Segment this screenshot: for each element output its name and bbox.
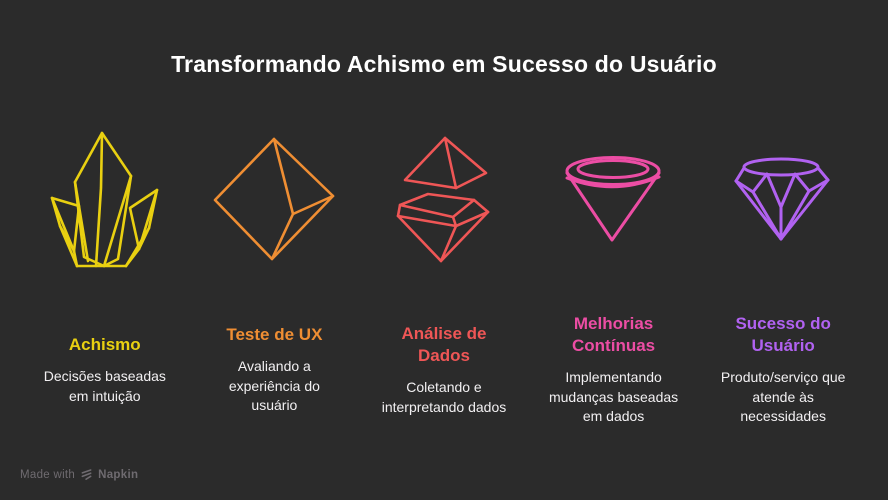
- stage-icon-wrap: [213, 120, 335, 280]
- page-title: Transformando Achismo em Sucesso do Usuá…: [171, 51, 717, 77]
- stage-icon-wrap: [44, 120, 166, 280]
- made-with-label: Made with: [20, 468, 76, 481]
- octahedron-gem-icon: [214, 137, 335, 261]
- stage-description: Avaliando a experiência do usuário: [228, 358, 320, 414]
- stage-description: Produto/serviço que atende às necessidad…: [720, 369, 846, 425]
- stages-row: Achismo Decisões baseadas em intuição Te…: [20, 120, 868, 435]
- stage-icon-wrap: [396, 120, 491, 280]
- stage-text: Análise de Dados Coletando e interpretan…: [382, 305, 507, 435]
- stage-title: Sucesso do Usuário: [735, 314, 831, 356]
- stage-text: Melhorias Contínuas Implementando mudanç…: [549, 305, 678, 435]
- napkin-brand-label: Napkin: [98, 468, 139, 481]
- cone-gem-icon: [565, 156, 661, 242]
- stage-title: Achismo: [68, 334, 141, 354]
- stage-icon-wrap: [734, 120, 832, 280]
- stage-achismo: Achismo Decisões baseadas em intuição: [20, 120, 190, 435]
- stage-icon-wrap: [564, 120, 664, 280]
- raw-crystal-icon: [50, 131, 159, 268]
- stage-title: Melhorias Contínuas: [572, 314, 656, 356]
- stage-title: Análise de Dados: [401, 323, 487, 365]
- stage-text: Sucesso do Usuário Produto/serviço que a…: [721, 305, 846, 435]
- split-gem-icon: [397, 136, 490, 263]
- stage-melhorias-continuas: Melhorias Contínuas Implementando mudanç…: [529, 120, 699, 435]
- stage-description: Implementando mudanças baseadas em dados: [548, 369, 679, 425]
- stage-text: Achismo Decisões baseadas em intuição: [44, 305, 166, 435]
- stage-description: Decisões baseadas em intuição: [43, 367, 166, 404]
- stage-sucesso-do-usuario: Sucesso do Usuário Produto/serviço que a…: [698, 120, 868, 435]
- napkin-logo-icon: [81, 469, 92, 480]
- stage-teste-de-ux: Teste de UX Avaliando a experiência do u…: [190, 120, 360, 435]
- made-with-napkin-link[interactable]: Made with Napkin: [20, 468, 138, 481]
- stage-description: Coletando e interpretando dados: [381, 379, 507, 415]
- stage-text: Teste de UX Avaliando a experiência do u…: [226, 305, 322, 435]
- brilliant-diamond-icon: [734, 157, 830, 241]
- stage-title: Teste de UX: [226, 325, 323, 345]
- stage-analise-de-dados: Análise de Dados Coletando e interpretan…: [359, 120, 529, 435]
